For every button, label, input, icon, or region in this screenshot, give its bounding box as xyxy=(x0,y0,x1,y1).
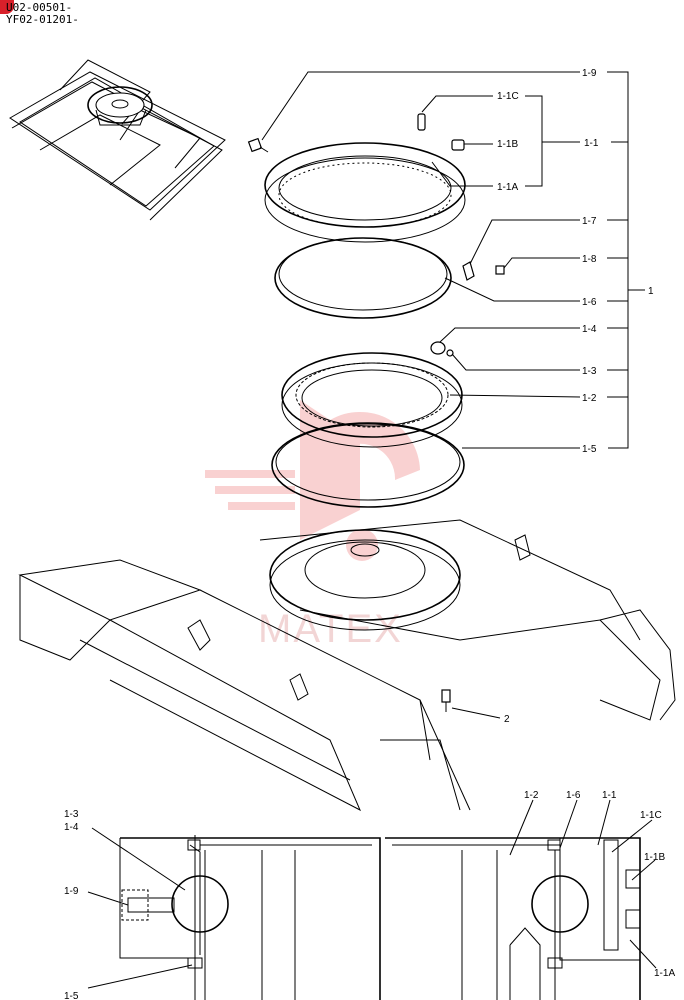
cap-1-3 xyxy=(446,349,454,357)
pin-1-1C xyxy=(417,113,426,131)
bolt-1-9 xyxy=(247,137,269,153)
callout-1-7: 1-7 xyxy=(582,216,597,227)
callout-1-2: 1-2 xyxy=(582,393,597,404)
callout-1-8: 1-8 xyxy=(582,254,597,265)
callout-1-3: 1-3 xyxy=(582,366,597,377)
ball-1-4 xyxy=(430,341,446,355)
callout-1-6: 1-6 xyxy=(582,297,597,308)
plug-1-1B xyxy=(451,139,465,151)
corner-badge xyxy=(0,0,14,14)
outer-race-1-1 xyxy=(264,142,466,243)
cross-section-view xyxy=(119,835,641,1000)
callout-1-1B: 1-1B xyxy=(497,139,518,150)
serial-range-1: U02-00501- xyxy=(6,1,73,14)
section-callout-1-3: 1-3 xyxy=(64,809,79,820)
section-callout-1-5: 1-5 xyxy=(64,991,79,1000)
seal-1-5 xyxy=(271,422,465,508)
callout-1-9: 1-9 xyxy=(582,68,597,79)
bolt-1-8 xyxy=(495,265,505,275)
section-callout-1-1: 1-1 xyxy=(602,790,617,801)
callout-1-4: 1-4 xyxy=(582,324,597,335)
callout-1-1A: 1-1A xyxy=(497,182,518,193)
seal-1-6 xyxy=(274,237,452,319)
section-leader-lines xyxy=(87,799,657,989)
plate-1-7 xyxy=(462,261,475,281)
machine-thumbnail xyxy=(9,59,226,221)
callout-1-1C: 1-1C xyxy=(497,91,519,102)
section-callout-1-1B: 1-1B xyxy=(644,852,665,863)
callout-1-1: 1-1 xyxy=(584,138,599,149)
undercarriage-frame xyxy=(18,519,676,812)
bolt-2 xyxy=(441,689,451,712)
callout-2: 2 xyxy=(504,714,510,725)
serial-range-2: YF02-01201- xyxy=(6,13,79,26)
section-callout-1-6: 1-6 xyxy=(566,790,581,801)
callout-1: 1 xyxy=(648,286,654,297)
section-callout-1-1A: 1-1A xyxy=(654,968,675,979)
section-callout-1-2: 1-2 xyxy=(524,790,539,801)
section-callout-1-4: 1-4 xyxy=(64,822,79,833)
section-callout-1-1C: 1-1C xyxy=(640,810,662,821)
callout-1-5: 1-5 xyxy=(582,444,597,455)
leader-lines xyxy=(261,71,645,719)
watermark-text: MATEX xyxy=(258,607,403,651)
section-callout-1-9: 1-9 xyxy=(64,886,79,897)
